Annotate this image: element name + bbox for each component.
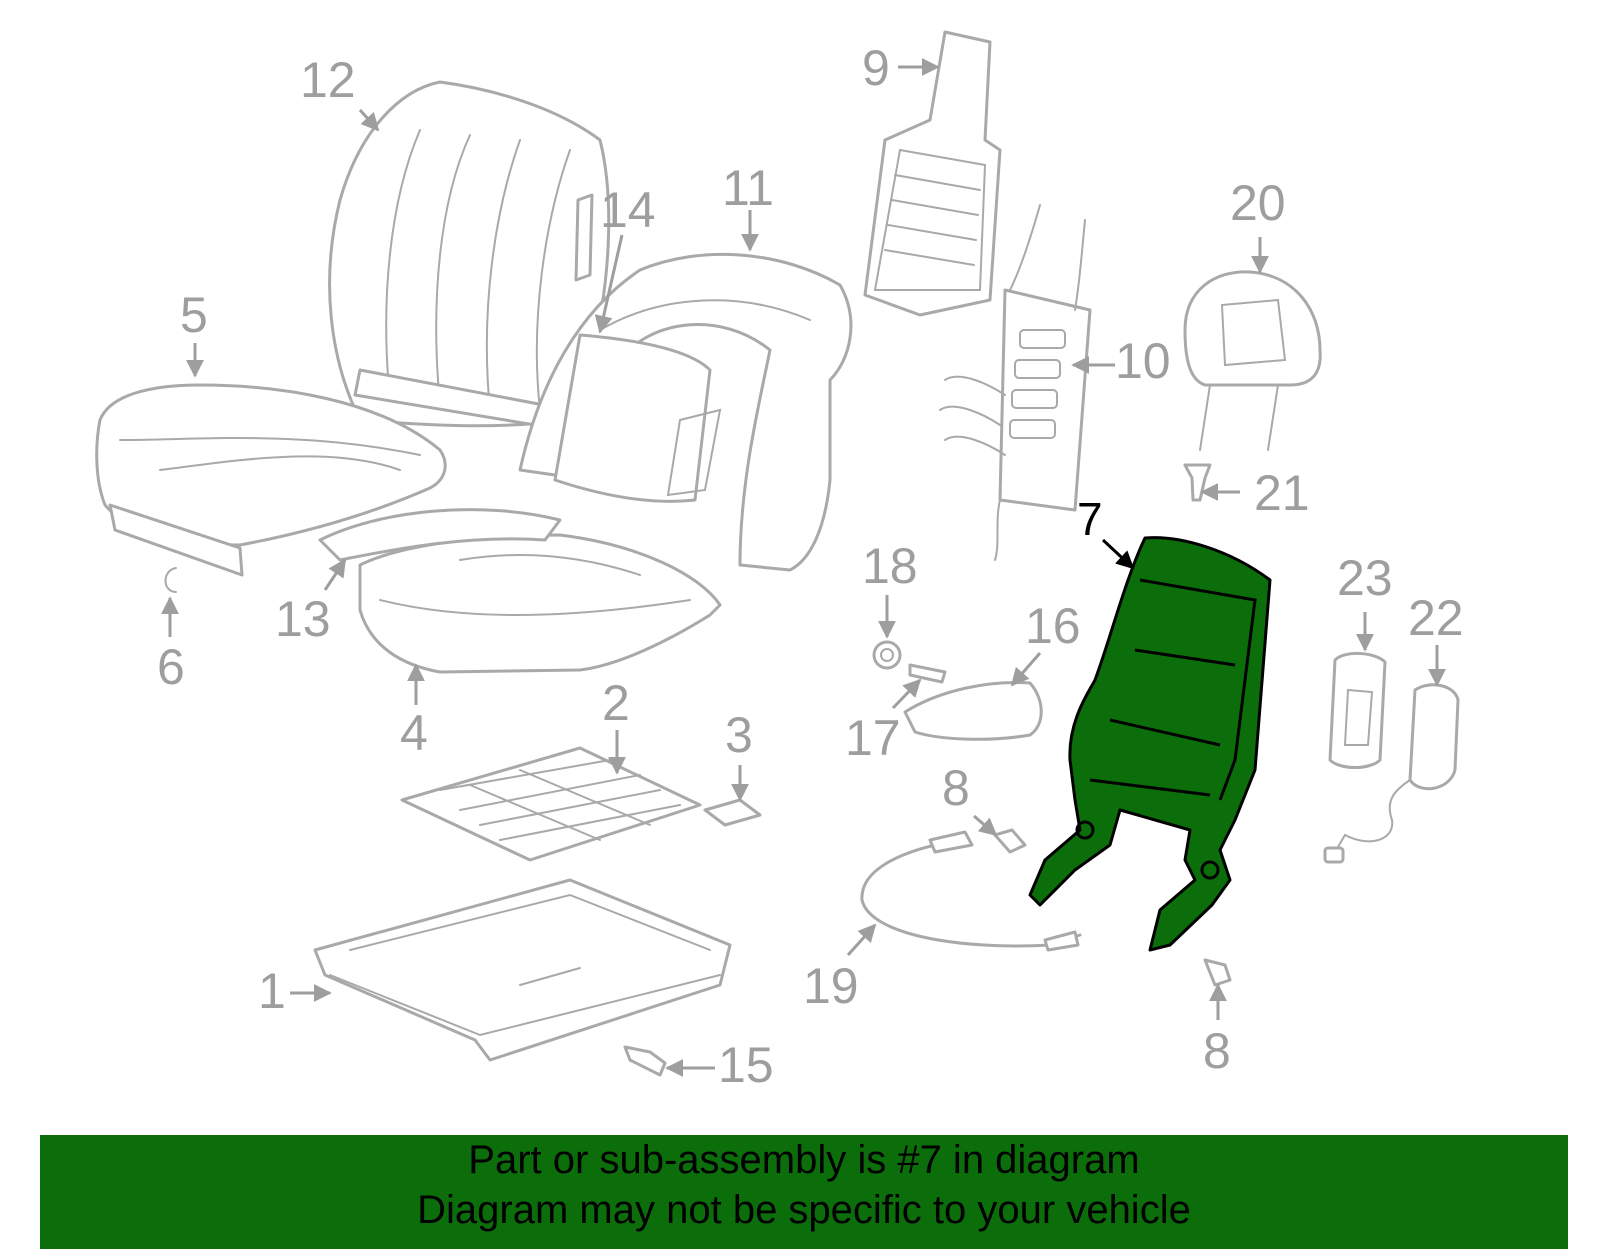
banner-line-2: Diagram may not be specific to your vehi… (417, 1188, 1191, 1232)
part-9-back-panel[interactable] (863, 30, 1002, 317)
part-13-trim-panel[interactable] (318, 508, 562, 562)
part-1-seat-frame[interactable] (313, 878, 732, 1062)
part-2-spring-mat[interactable] (400, 746, 702, 862)
callout-7: 7 (1077, 493, 1103, 545)
part-18-knob[interactable] (872, 640, 902, 670)
callout-18: 18 (862, 538, 918, 594)
callout-16: 16 (1025, 598, 1081, 654)
callout-8b: 8 (1203, 1023, 1231, 1079)
callout-6: 6 (157, 639, 185, 695)
part-22-side-airbag[interactable] (1323, 683, 1460, 864)
part-14-back-panel[interactable] (553, 333, 722, 503)
part-4-cushion-pad[interactable] (358, 533, 722, 674)
part-17-screw[interactable] (908, 663, 947, 684)
callout-4: 4 (400, 705, 428, 761)
callout-23: 23 (1337, 550, 1393, 606)
callout-20: 20 (1230, 175, 1286, 231)
part-12-seat-back-cover[interactable] (328, 80, 611, 432)
callout-13: 13 (275, 591, 331, 647)
info-banner: Part or sub-assembly is #7 in diagram Di… (40, 1135, 1568, 1249)
callout-10: 10 (1115, 333, 1171, 389)
part-19-recliner-cable[interactable] (860, 830, 1082, 952)
part-5-cushion-cover[interactable] (95, 383, 447, 577)
part-21-guide[interactable] (1183, 463, 1212, 502)
callout-8a: 8 (942, 760, 970, 816)
part-10-lumbar-support[interactable] (939, 204, 1092, 561)
callout-5: 5 (180, 287, 208, 343)
callout-15: 15 (718, 1037, 774, 1093)
callout-12: 12 (300, 52, 356, 108)
callout-11: 11 (722, 160, 774, 216)
part-16-side-shield[interactable] (903, 681, 1043, 741)
callout-21: 21 (1254, 465, 1310, 521)
part-20-head-restraint[interactable] (1183, 270, 1322, 451)
callout-2: 2 (602, 675, 630, 731)
part-6-clip[interactable] (164, 567, 177, 593)
part-8-bolt-a[interactable] (993, 828, 1027, 854)
callout-3: 3 (725, 707, 753, 763)
callout-19: 19 (803, 958, 859, 1014)
part-7-seat-back-frame[interactable] (1028, 536, 1272, 952)
callout-22: 22 (1408, 590, 1464, 646)
part-8-bolt-b[interactable] (1203, 958, 1232, 987)
banner-line-1: Part or sub-assembly is #7 in diagram (468, 1138, 1140, 1182)
callout-14: 14 (600, 182, 656, 238)
part-23-bezel[interactable] (1328, 652, 1387, 769)
callout-17: 17 (845, 710, 901, 766)
callout-1: 1 (258, 963, 286, 1019)
callout-arrows (161, 58, 1446, 1077)
part-3-clip[interactable] (703, 798, 762, 827)
callout-9: 9 (862, 40, 890, 96)
part-15-bolt[interactable] (623, 1045, 667, 1077)
